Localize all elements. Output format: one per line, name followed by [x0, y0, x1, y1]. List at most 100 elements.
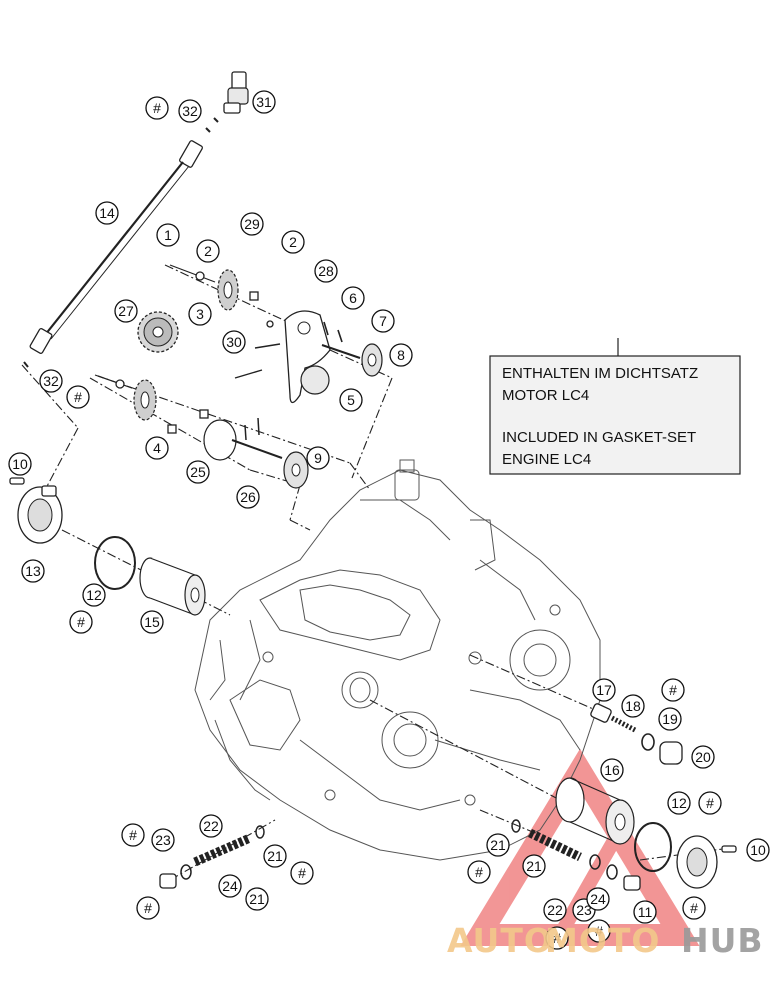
callout-number: #: [690, 900, 698, 916]
callout-circle: [633, 900, 657, 924]
callout-circle: [95, 201, 119, 225]
callout-hash-b2: #: [545, 926, 569, 950]
oil-filter-15: [139, 557, 206, 616]
legend-box: ENTHALTEN IM DICHTSATZ MOTOR LC4 INCLUDE…: [489, 338, 741, 475]
callout-circle: [658, 707, 682, 731]
callout-hash-left: #: [66, 385, 90, 409]
callout-number: 21: [526, 858, 542, 874]
callout-number: 31: [256, 94, 272, 110]
callout-circle: [145, 96, 169, 120]
callout-12-right: 12: [667, 791, 691, 815]
oil-screen-left: [159, 825, 265, 889]
callout-number: 13: [25, 563, 41, 579]
callout-circle: [600, 758, 624, 782]
gear-4: [97, 375, 209, 434]
callout-number: 3: [196, 306, 204, 322]
callout-number: #: [706, 795, 714, 811]
callout-17: 17: [592, 678, 616, 702]
callout-21-b: 21: [486, 833, 510, 857]
watermark-triangle-inner: [547, 815, 693, 942]
sensor-plug: [205, 71, 249, 133]
callout-21-c: 21: [245, 887, 269, 911]
callout-circle: [314, 259, 338, 283]
oil-pump-rotor-upper: [321, 321, 383, 377]
callout-10-right: 10: [746, 838, 770, 862]
callout-number: 12: [671, 795, 687, 811]
callout-3: 3: [188, 302, 212, 326]
callout-circle: [341, 286, 365, 310]
callout-28: 28: [314, 259, 338, 283]
callout-number: #: [669, 682, 677, 698]
watermark-text: AUTO MOTO HUB: [447, 921, 764, 960]
callout-number: #: [129, 827, 137, 843]
callout-number: 16: [604, 762, 620, 778]
callout-circle: [545, 926, 569, 950]
callout-number: 9: [314, 450, 322, 466]
callout-circle: [186, 460, 210, 484]
callout-circle: [140, 610, 164, 634]
callout-number: 10: [750, 842, 766, 858]
callout-number: #: [77, 614, 85, 630]
callout-circle: [136, 896, 160, 920]
callout-12-left: 12: [82, 583, 106, 607]
callout-number: 11: [638, 904, 653, 920]
callout-circle: [587, 919, 611, 943]
callout-number: 28: [318, 263, 334, 279]
callout-number: 2: [204, 243, 212, 259]
callout-32-top: 32: [178, 99, 202, 123]
callout-circle: [339, 388, 363, 412]
engine-crankcase: [194, 459, 601, 861]
callout-number: 21: [267, 848, 283, 864]
callout-number: #: [553, 930, 561, 946]
callout-hash-23: #: [121, 823, 145, 847]
callout-32-left: 32: [39, 369, 63, 393]
callout-number: 30: [226, 334, 242, 350]
callout-number: 18: [625, 698, 641, 714]
callout-number: 26: [240, 489, 256, 505]
callout-27: 27: [114, 299, 138, 323]
callout-circle: [592, 678, 616, 702]
callout-20: 20: [691, 745, 715, 769]
callout-19: 19: [658, 707, 682, 731]
callout-24-right: 24: [586, 887, 610, 911]
callout-number: 5: [347, 392, 355, 408]
callout-number: 6: [349, 290, 357, 306]
callout-circle: [69, 610, 93, 634]
callout-circle: [156, 223, 180, 247]
callout-circle: [145, 436, 169, 460]
callout-circle: [661, 678, 685, 702]
callout-number: 4: [153, 440, 161, 456]
callout-22-right: 22: [543, 898, 567, 922]
oil-pump-lower: [203, 417, 309, 489]
callout-number: 32: [43, 373, 59, 389]
oil-filter-16: [555, 777, 635, 845]
legend-line-3: INCLUDED IN GASKET-SET: [502, 429, 696, 446]
callout-number: 22: [547, 902, 563, 918]
callout-circle: [698, 791, 722, 815]
callout-circle: [39, 369, 63, 393]
callout-circle: [621, 694, 645, 718]
callout-circle: [66, 385, 90, 409]
callout-circle: [667, 791, 691, 815]
callout-number: 20: [695, 749, 711, 765]
callout-number: 17: [596, 682, 612, 698]
oring-12-right: [634, 822, 672, 872]
callout-circle: [586, 887, 610, 911]
callout-circle: [290, 861, 314, 885]
callout-number: #: [74, 389, 82, 405]
callout-1: 1: [156, 223, 180, 247]
callout-circle: [389, 343, 413, 367]
watermark-hub: HUB: [681, 921, 764, 960]
callout-hash-12r: #: [698, 791, 722, 815]
callout-10-left: 10: [8, 452, 32, 476]
callout-number: 24: [222, 878, 238, 894]
callout-circle: [199, 814, 223, 838]
callout-circle: [486, 833, 510, 857]
callout-circle: [263, 844, 287, 868]
callout-number: 8: [397, 347, 405, 363]
callout-number: 27: [118, 303, 134, 319]
callout-hash-21c: #: [136, 896, 160, 920]
watermark-moto: MOTO: [545, 921, 660, 960]
callout-number: 10: [12, 456, 28, 472]
